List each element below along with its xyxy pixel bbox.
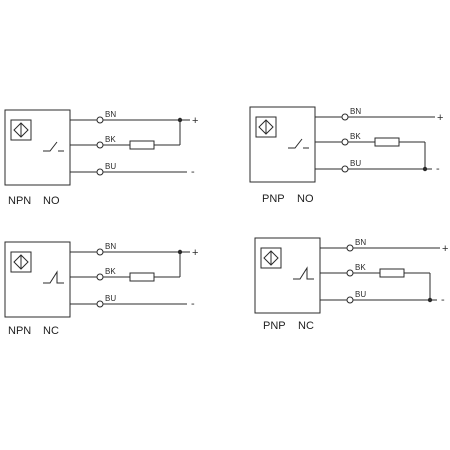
- switch-no-symbol: [288, 138, 309, 149]
- minus-label: -: [436, 163, 440, 175]
- switch-nc-symbol: [293, 266, 314, 280]
- sensor-symbol-square: [255, 116, 277, 138]
- sensor-box: [249, 106, 316, 183]
- wire-label-2: BK: [105, 135, 116, 144]
- output-type-label: NPN: [8, 195, 32, 207]
- sensor-box: [4, 109, 71, 186]
- contact-type-label: NC: [298, 320, 314, 332]
- plus-label: +: [442, 243, 448, 255]
- wire-label-1: BN: [105, 242, 116, 251]
- load-resistor: [379, 268, 405, 278]
- load-resistor: [129, 272, 155, 282]
- terminal-3: [96, 168, 104, 176]
- sensor-box: [4, 241, 71, 318]
- output-type-label: PNP: [262, 193, 285, 205]
- wire-label-3: BU: [350, 159, 361, 168]
- wire-label-2: BK: [350, 132, 361, 141]
- switch-nc-symbol: [43, 270, 64, 284]
- contact-type-label: NO: [297, 193, 314, 205]
- terminal-1: [346, 244, 354, 252]
- plus-label: +: [437, 112, 443, 124]
- contact-type-label: NC: [43, 325, 59, 337]
- terminal-2: [96, 141, 104, 149]
- plus-label: +: [192, 115, 198, 127]
- sensor-box: [254, 237, 321, 314]
- terminal-2: [341, 138, 349, 146]
- wiring-diagram-1: BN BK BU + -: [4, 109, 198, 186]
- wiring-diagram-4: BN BK BU + -: [254, 237, 448, 314]
- plus-label: +: [192, 247, 198, 259]
- terminal-2: [96, 273, 104, 281]
- sensor-symbol-square: [10, 119, 32, 141]
- minus-label: -: [441, 294, 445, 306]
- wire-label-2: BK: [355, 263, 366, 272]
- junction-dot: [177, 249, 183, 255]
- output-type-label: PNP: [263, 320, 286, 332]
- terminal-1: [96, 248, 104, 256]
- sensor-symbol-square: [260, 247, 282, 269]
- terminal-3: [96, 300, 104, 308]
- sensor-symbol-square: [10, 251, 32, 273]
- terminal-1: [341, 113, 349, 121]
- load-resistor: [374, 137, 400, 147]
- wire-label-1: BN: [355, 238, 366, 247]
- wire-label-2: BK: [105, 267, 116, 276]
- minus-label: -: [191, 298, 195, 310]
- terminal-2: [346, 269, 354, 277]
- wire-label-3: BU: [105, 162, 116, 171]
- terminal-3: [341, 165, 349, 173]
- contact-type-label: NO: [43, 195, 60, 207]
- junction-dot: [422, 166, 428, 172]
- switch-no-symbol: [43, 141, 64, 152]
- minus-label: -: [191, 166, 195, 178]
- wire-label-1: BN: [350, 107, 361, 116]
- wire-label-3: BU: [105, 294, 116, 303]
- terminal-1: [96, 116, 104, 124]
- load-resistor: [129, 140, 155, 150]
- wire-label-1: BN: [105, 110, 116, 119]
- junction-dot: [427, 297, 433, 303]
- wiring-diagram-3: BN BK BU + -: [4, 241, 198, 318]
- wire-label-3: BU: [355, 290, 366, 299]
- junction-dot: [177, 117, 183, 123]
- wiring-diagram-2: BN BK BU + -: [249, 106, 443, 183]
- terminal-3: [346, 296, 354, 304]
- output-type-label: NPN: [8, 325, 32, 337]
